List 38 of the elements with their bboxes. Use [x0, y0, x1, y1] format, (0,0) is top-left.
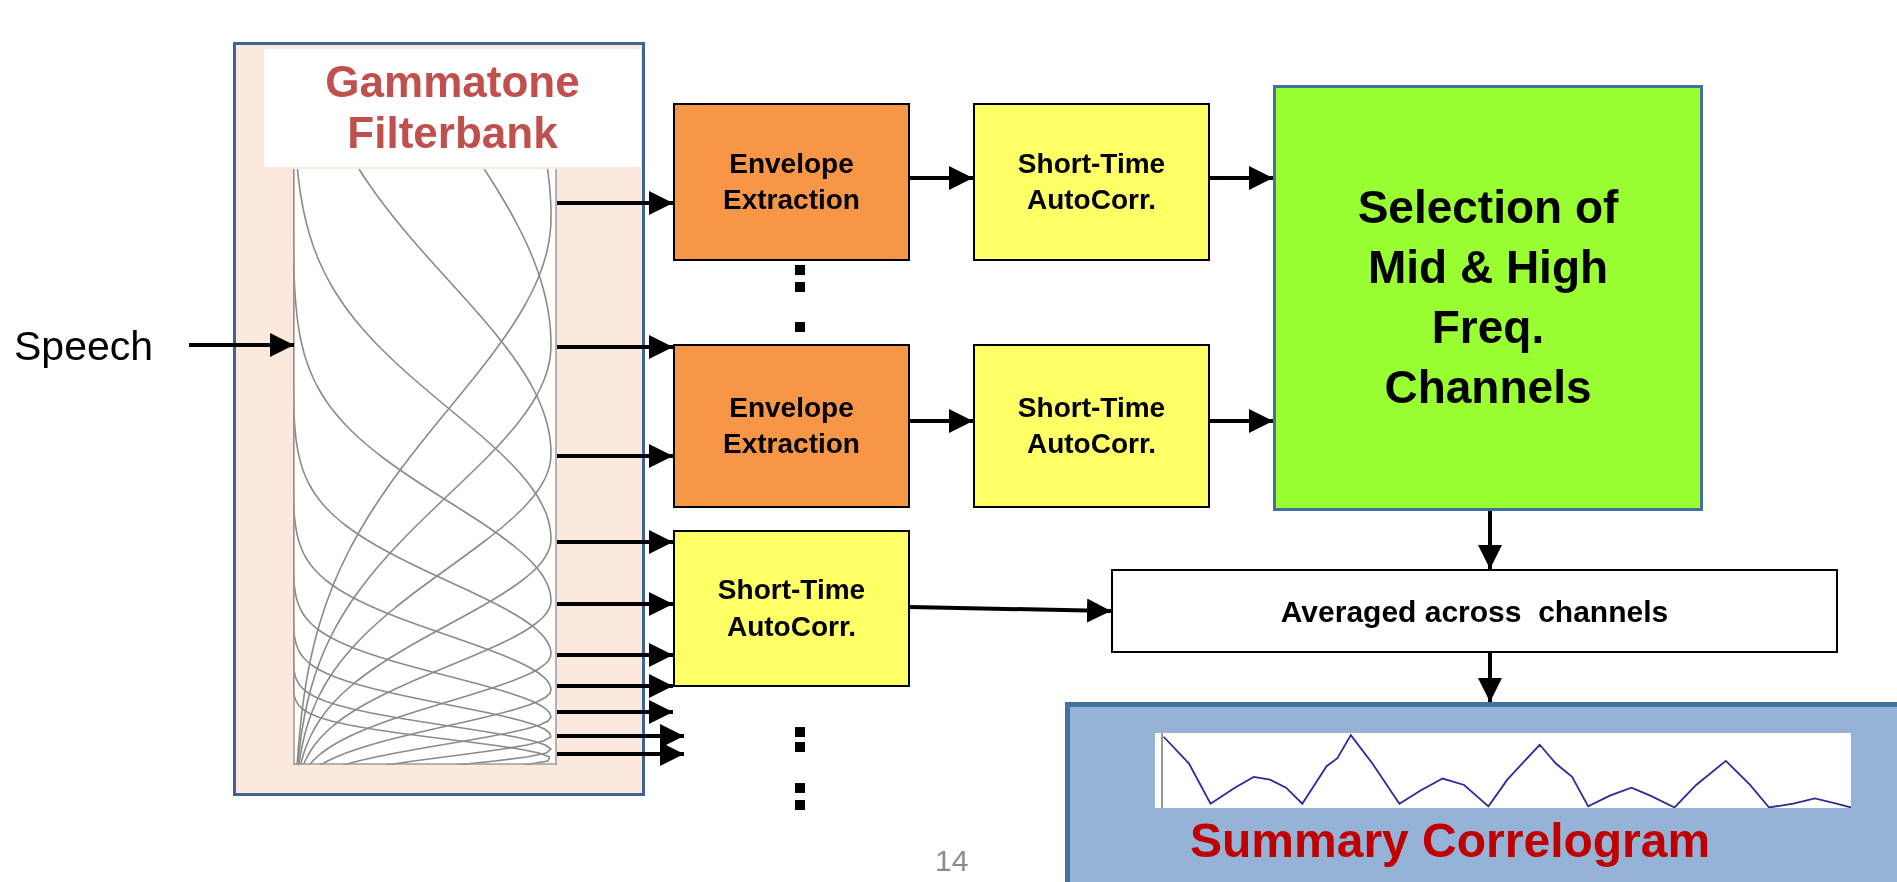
box-label: Short-Time AutoCorr.: [1016, 390, 1167, 461]
arrow: [189, 333, 294, 357]
page-number: 14: [935, 846, 969, 876]
process-box: [973, 344, 1210, 508]
box-label: Envelope Extraction: [722, 390, 861, 461]
output-panel: [1065, 702, 1897, 882]
arrow: [1210, 166, 1273, 190]
arrow: [557, 444, 673, 468]
arrow: [557, 643, 673, 667]
input-label: Speech: [14, 318, 189, 374]
process-box: [673, 344, 910, 508]
box-label: Selection of Mid & High Freq. Channels: [1356, 180, 1620, 415]
arrow: [1478, 653, 1502, 702]
arrow: [910, 409, 973, 433]
arrow: [1210, 409, 1273, 433]
box-label: Averaged across channels: [1280, 593, 1669, 630]
arrow: [557, 530, 673, 554]
arrow: [557, 742, 684, 766]
process-box: [673, 103, 910, 261]
arrow: [910, 166, 973, 190]
panel-title: Summary Correlogram: [1190, 817, 1711, 865]
arrow: [557, 191, 673, 215]
arrow: [557, 674, 673, 698]
arrow: [1478, 511, 1502, 569]
box-label: Short-Time AutoCorr.: [716, 573, 867, 644]
box-label: Envelope Extraction: [722, 146, 861, 217]
box-label: Short-Time AutoCorr.: [1016, 146, 1167, 217]
arrow: [557, 724, 684, 748]
arrow: [909, 598, 1112, 623]
process-box: [673, 530, 910, 687]
panel-title: Gammatone Filterbank: [324, 57, 581, 159]
arrow: [557, 335, 673, 359]
arrow: [557, 592, 673, 616]
process-box: [1273, 85, 1703, 511]
process-box: [973, 103, 1210, 261]
filterbank-panel: [233, 42, 645, 796]
process-box: [1111, 569, 1838, 653]
arrow: [557, 700, 673, 724]
